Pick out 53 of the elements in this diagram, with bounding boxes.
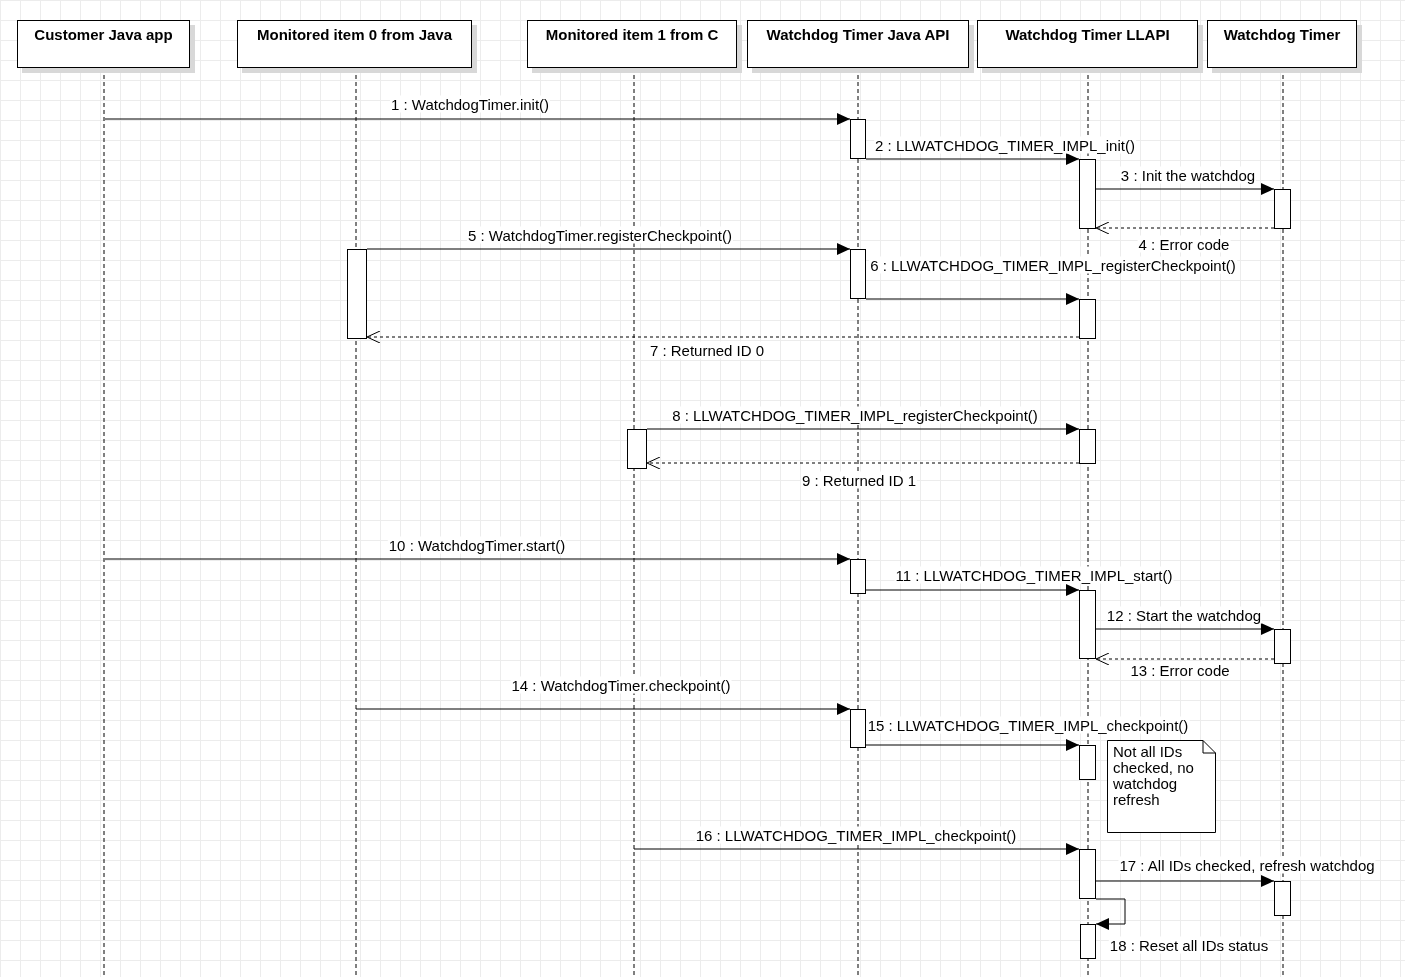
activation-bar <box>1274 629 1291 664</box>
activation-bar <box>1079 745 1096 780</box>
message-arrow <box>1095 898 1126 930</box>
activation-bar <box>1079 299 1096 339</box>
message-arrow <box>366 330 1080 344</box>
activation-bar <box>1079 429 1096 464</box>
activation-bar <box>1274 881 1291 916</box>
message-arrow <box>104 553 851 565</box>
message-arrow <box>646 423 1080 435</box>
activation-bar <box>1079 159 1096 229</box>
activation-bar <box>850 559 866 594</box>
activation-bar <box>1079 590 1096 659</box>
message-label: 6 : LLWATCHDOG_TIMER_IMPL_registerCheckpoint() <box>869 256 1237 274</box>
message-label: 12 : Start the watchdog <box>1105 606 1263 624</box>
message-arrow <box>1095 875 1275 887</box>
message-arrow <box>1095 623 1275 635</box>
message-label: 13 : Error code <box>1129 661 1231 679</box>
activation-bar <box>850 119 866 159</box>
message-label: 14 : WatchdogTimer.checkpoint() <box>510 676 732 694</box>
activation-bar <box>1274 189 1291 229</box>
message-label: 17 : All IDs checked, refresh watchdog <box>1118 856 1376 874</box>
message-arrow <box>104 113 851 125</box>
message-label: 18 : Reset all IDs status <box>1108 936 1270 954</box>
message-label: 8 : LLWATCHDOG_TIMER_IMPL_registerCheckpoint() <box>671 406 1039 424</box>
message-label: 10 : WatchdogTimer.start() <box>387 536 567 554</box>
message-arrow <box>865 584 1080 596</box>
message-arrow <box>646 456 1080 470</box>
activation-bar <box>850 709 866 748</box>
message-arrow <box>1095 221 1275 235</box>
note: Not all IDs checked, no watchdog refresh <box>1107 740 1216 833</box>
message-label: 15 : LLWATCHDOG_TIMER_IMPL_checkpoint() <box>866 716 1190 734</box>
message-label: 3 : Init the watchdog <box>1119 166 1257 184</box>
activation-bar <box>347 249 367 339</box>
message-arrow <box>1095 652 1275 666</box>
message-label: 4 : Error code <box>1137 235 1231 253</box>
message-label: 1 : WatchdogTimer.init() <box>389 95 551 113</box>
activation-bar <box>1080 924 1096 959</box>
message-arrow <box>633 843 1080 855</box>
message-label: 11 : LLWATCHDOG_TIMER_IMPL_start() <box>894 566 1174 584</box>
message-arrow <box>865 293 1080 305</box>
message-label: 2 : LLWATCHDOG_TIMER_IMPL_init() <box>874 136 1136 154</box>
message-label: 5 : WatchdogTimer.registerCheckpoint() <box>467 226 733 244</box>
activation-bar <box>627 429 647 469</box>
message-label: 7 : Returned ID 0 <box>648 341 766 359</box>
message-arrow <box>865 739 1080 751</box>
message-label: 16 : LLWATCHDOG_TIMER_IMPL_checkpoint() <box>694 826 1018 844</box>
message-arrow <box>366 243 851 255</box>
message-arrow <box>865 153 1080 165</box>
activation-bar <box>1079 849 1096 899</box>
message-label: 9 : Returned ID 1 <box>800 471 918 489</box>
activation-bar <box>850 249 866 299</box>
message-arrow <box>355 703 851 715</box>
message-arrow <box>1095 183 1275 195</box>
